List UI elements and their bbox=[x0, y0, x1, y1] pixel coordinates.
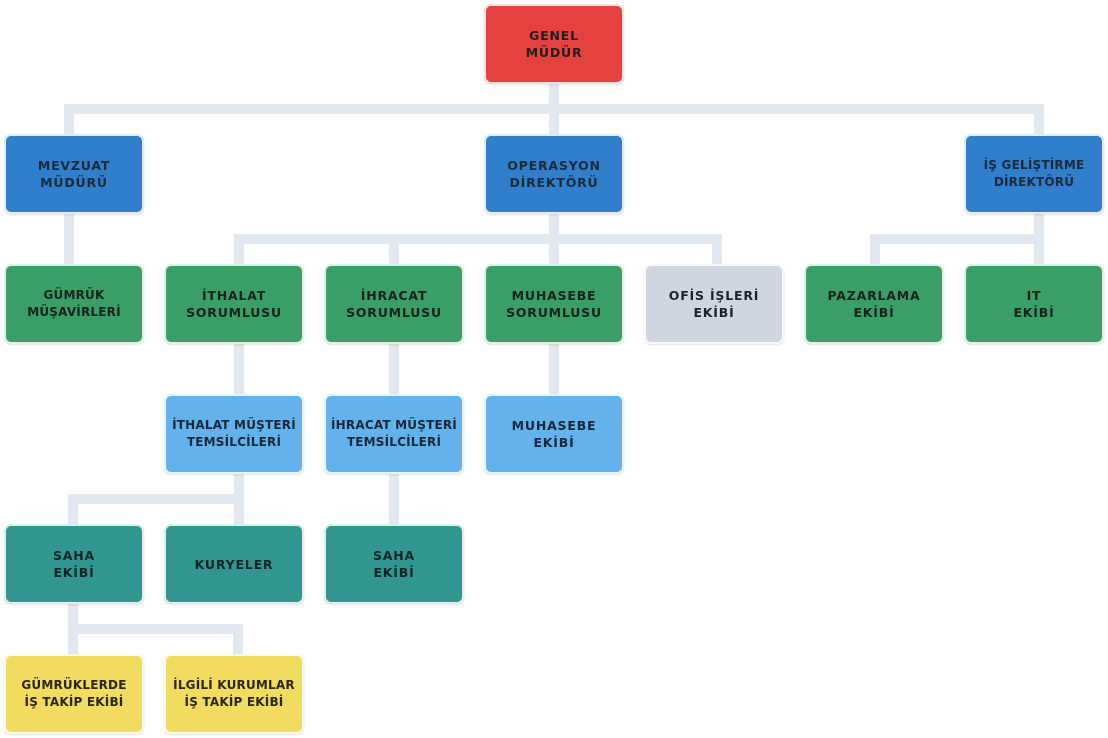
node-kuryeler[interactable]: KURYELER bbox=[164, 524, 304, 604]
node-label-line2: MÜŞAVİRLERİ bbox=[27, 305, 121, 319]
connector-ithalat-musteri bbox=[234, 344, 244, 394]
connector-ithalat-up bbox=[234, 234, 244, 264]
node-operasyon-direktoru[interactable]: OPERASYON DİREKTÖRÜ bbox=[484, 134, 624, 214]
connector-isgel-up bbox=[1034, 104, 1044, 134]
node-label-line2: SORUMLUSU bbox=[346, 305, 442, 320]
node-label-line1: IT bbox=[1026, 288, 1042, 303]
node-label-line1: İLGİLİ KURUMLAR bbox=[173, 678, 295, 692]
node-label-line1: MUHASEBE bbox=[511, 288, 597, 303]
connector-saha1-up bbox=[68, 494, 78, 524]
node-label-line1: SAHA bbox=[372, 548, 415, 563]
connector-mevzuat-up bbox=[64, 104, 74, 134]
node-ihracat-musteri-temsilcileri[interactable]: İHRACAT MÜŞTERİ TEMSİLCİLERİ bbox=[324, 394, 464, 474]
node-label-line1: İHRACAT MÜŞTERİ bbox=[331, 418, 457, 432]
node-label-line2: MÜDÜR bbox=[525, 45, 583, 60]
node-label-line2: EKİBİ bbox=[1013, 305, 1055, 320]
node-label-line1: GÜMRÜKLERDE bbox=[21, 678, 127, 692]
connector-mevzuat-gumruk bbox=[64, 214, 74, 264]
connector-ilgili-up bbox=[233, 624, 243, 654]
node-gumruklerde-is-takip-ekibi[interactable]: GÜMRÜKLERDE İŞ TAKİP EKİBİ bbox=[4, 654, 144, 734]
node-label-line2: SORUMLUSU bbox=[506, 305, 602, 320]
connector-ithmus-bar bbox=[68, 494, 244, 504]
node-label-line2: DİREKTÖRÜ bbox=[509, 175, 599, 190]
node-muhasebe-sorumlusu[interactable]: MUHASEBE SORUMLUSU bbox=[484, 264, 624, 344]
node-ilgili-kurumlar-is-takip-ekibi[interactable]: İLGİLİ KURUMLAR İŞ TAKİP EKİBİ bbox=[164, 654, 304, 734]
node-label-line1: OFİS İŞLERİ bbox=[668, 288, 760, 303]
connector-muhasebe-ekip bbox=[549, 344, 559, 394]
node-label-line1: İTHALAT bbox=[201, 288, 267, 303]
node-label-line1: İHRACAT bbox=[360, 288, 428, 303]
node-gumruk-musavirleri[interactable]: GÜMRÜK MÜŞAVİRLERİ bbox=[4, 264, 144, 344]
node-label-line2: EKİBİ bbox=[533, 435, 575, 450]
node-label-line2: SORUMLUSU bbox=[186, 305, 282, 320]
node-label-line2: EKİBİ bbox=[853, 305, 895, 320]
connector-ofis-up bbox=[712, 234, 722, 264]
connector-pazar-up bbox=[870, 234, 880, 264]
node-label-line2: MÜDÜRÜ bbox=[40, 175, 108, 190]
node-label-line1: OPERASYON bbox=[507, 158, 601, 173]
node-label-line2: EKİBİ bbox=[693, 305, 735, 320]
node-saha-ekibi-1[interactable]: SAHA EKİBİ bbox=[4, 524, 144, 604]
node-label-line1: KURYELER bbox=[194, 556, 274, 572]
connector-ihracat-musteri bbox=[389, 344, 399, 394]
node-ithalat-sorumlusu[interactable]: İTHALAT SORUMLUSU bbox=[164, 264, 304, 344]
connector-operasyon-bar bbox=[234, 234, 722, 244]
connector-saha1-bar bbox=[68, 624, 243, 634]
node-label-line2: İŞ TAKİP EKİBİ bbox=[24, 695, 124, 709]
connector-level1-bar bbox=[64, 104, 1044, 114]
node-ihracat-sorumlusu[interactable]: İHRACAT SORUMLUSU bbox=[324, 264, 464, 344]
node-is-gelistirme-direktoru[interactable]: İŞ GELİŞTİRME DİREKTÖRÜ bbox=[964, 134, 1104, 214]
connector-isgel-bar bbox=[870, 234, 1044, 244]
node-label-line2: EKİBİ bbox=[53, 565, 95, 580]
node-it-ekibi[interactable]: IT EKİBİ bbox=[964, 264, 1104, 344]
node-label-line1: SAHA bbox=[52, 548, 95, 563]
node-label-line1: İŞ GELİŞTİRME bbox=[983, 158, 1085, 172]
node-label-line1: MUHASEBE bbox=[511, 418, 597, 433]
node-ofis-isleri-ekibi[interactable]: OFİS İŞLERİ EKİBİ bbox=[644, 264, 784, 344]
connector-ihracat-up bbox=[389, 234, 399, 264]
connector-ihrmus-saha2 bbox=[389, 474, 399, 524]
node-label-line1: PAZARLAMA bbox=[827, 288, 921, 303]
node-label-line1: MEVZUAT bbox=[37, 158, 111, 173]
node-label-line2: İŞ TAKİP EKİBİ bbox=[184, 695, 284, 709]
node-label-line2: TEMSİLCİLERİ bbox=[186, 435, 282, 449]
node-label-line1: GÜMRÜK bbox=[43, 288, 105, 302]
node-label-line2: TEMSİLCİLERİ bbox=[346, 435, 442, 449]
node-mevzuat-muduru[interactable]: MEVZUAT MÜDÜRÜ bbox=[4, 134, 144, 214]
node-muhasebe-ekibi[interactable]: MUHASEBE EKİBİ bbox=[484, 394, 624, 474]
node-saha-ekibi-2[interactable]: SAHA EKİBİ bbox=[324, 524, 464, 604]
node-genel-mudur[interactable]: GENEL MÜDÜR bbox=[484, 4, 624, 84]
node-ithalat-musteri-temsilcileri[interactable]: İTHALAT MÜŞTERİ TEMSİLCİLERİ bbox=[164, 394, 304, 474]
node-label-line1: İTHALAT MÜŞTERİ bbox=[172, 418, 296, 432]
node-label-line2: DİREKTÖRÜ bbox=[993, 175, 1075, 189]
node-label-line2: EKİBİ bbox=[373, 565, 415, 580]
node-label-line1: GENEL bbox=[529, 28, 579, 43]
node-pazarlama-ekibi[interactable]: PAZARLAMA EKİBİ bbox=[804, 264, 944, 344]
